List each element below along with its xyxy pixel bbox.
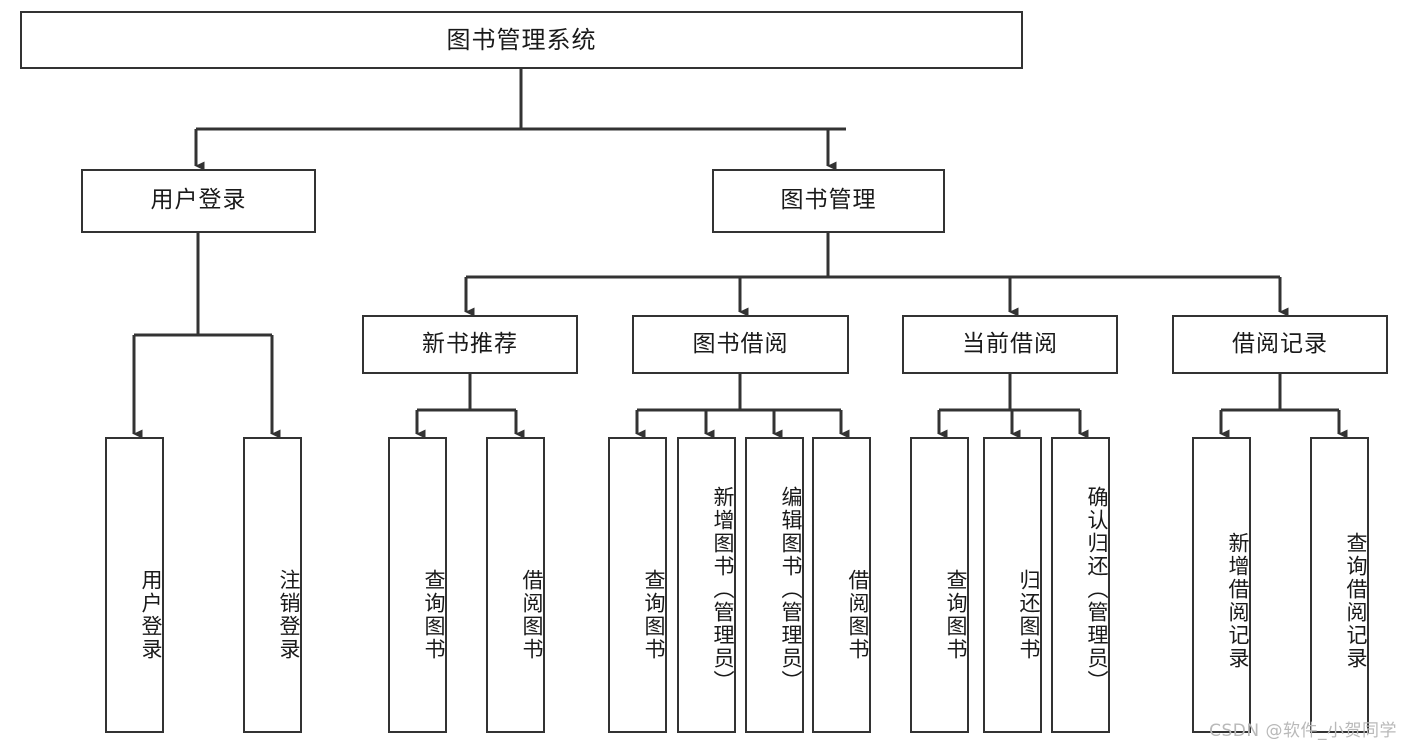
leaf-user-login[interactable]: 用户登录 [105, 437, 164, 733]
leaf-return-book[interactable]: 归还图书 [983, 437, 1042, 733]
leaf-borrow-book-recommend[interactable]: 借阅图书 [486, 437, 545, 733]
leaf-borrow-book[interactable]: 借阅图书 [812, 437, 871, 733]
node-borrow-record[interactable]: 借阅记录 [1172, 315, 1388, 374]
node-new-book-recommend[interactable]: 新书推荐 [362, 315, 578, 374]
leaf-logout-login[interactable]: 注销登录 [243, 437, 302, 733]
csdn-watermark: CSDN @软件_小贺同学 [1209, 721, 1397, 741]
leaf-query-book-current[interactable]: 查询图书 [910, 437, 969, 733]
node-book-borrow[interactable]: 图书借阅 [632, 315, 849, 374]
leaf-confirm-return-admin[interactable]: 确认归还（管理员） [1051, 437, 1110, 733]
node-book-management[interactable]: 图书管理 [712, 169, 945, 233]
leaf-edit-book-admin[interactable]: 编辑图书（管理员） [745, 437, 804, 733]
leaf-query-borrow-record[interactable]: 查询借阅记录 [1310, 437, 1369, 733]
leaf-query-book-recommend[interactable]: 查询图书 [388, 437, 447, 733]
node-root-system[interactable]: 图书管理系统 [20, 11, 1023, 69]
leaf-query-book-borrow[interactable]: 查询图书 [608, 437, 667, 733]
node-current-borrow[interactable]: 当前借阅 [902, 315, 1118, 374]
leaf-add-borrow-record[interactable]: 新增借阅记录 [1192, 437, 1251, 733]
leaf-add-book-admin[interactable]: 新增图书（管理员） [677, 437, 736, 733]
node-user-login[interactable]: 用户登录 [81, 169, 316, 233]
